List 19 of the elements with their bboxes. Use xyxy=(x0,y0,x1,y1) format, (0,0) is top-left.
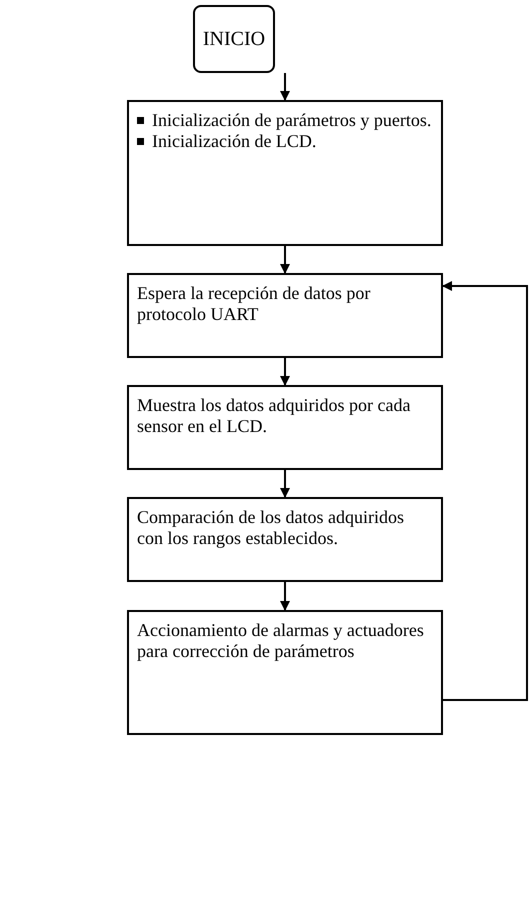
step-text: Inicialización de LCD. xyxy=(152,131,316,152)
step-text: Espera la recepción de datos por protocolo UART xyxy=(137,283,372,325)
step-text: Comparación de los datos adquiridos con los rangos establecidos. xyxy=(137,507,405,549)
arrow xyxy=(442,281,528,701)
arrow xyxy=(280,470,290,498)
process-box xyxy=(127,497,443,582)
step-text: Muestra los datos adquiridos por cada sensor en el LCD. xyxy=(137,395,412,437)
arrow xyxy=(280,246,290,274)
arrow xyxy=(280,582,290,611)
arrow xyxy=(280,73,290,101)
step-text: Inicialización de parámetros y puertos. xyxy=(152,110,432,131)
process-box xyxy=(127,385,443,470)
start-box xyxy=(193,5,275,73)
start-label: INICIO xyxy=(202,28,266,50)
step-text: Accionamiento de alarmas y actuadores para corrección de parámetros xyxy=(137,620,425,662)
arrow xyxy=(280,358,290,386)
process-box xyxy=(127,273,443,358)
process-box xyxy=(127,100,443,246)
process-box xyxy=(127,610,443,735)
